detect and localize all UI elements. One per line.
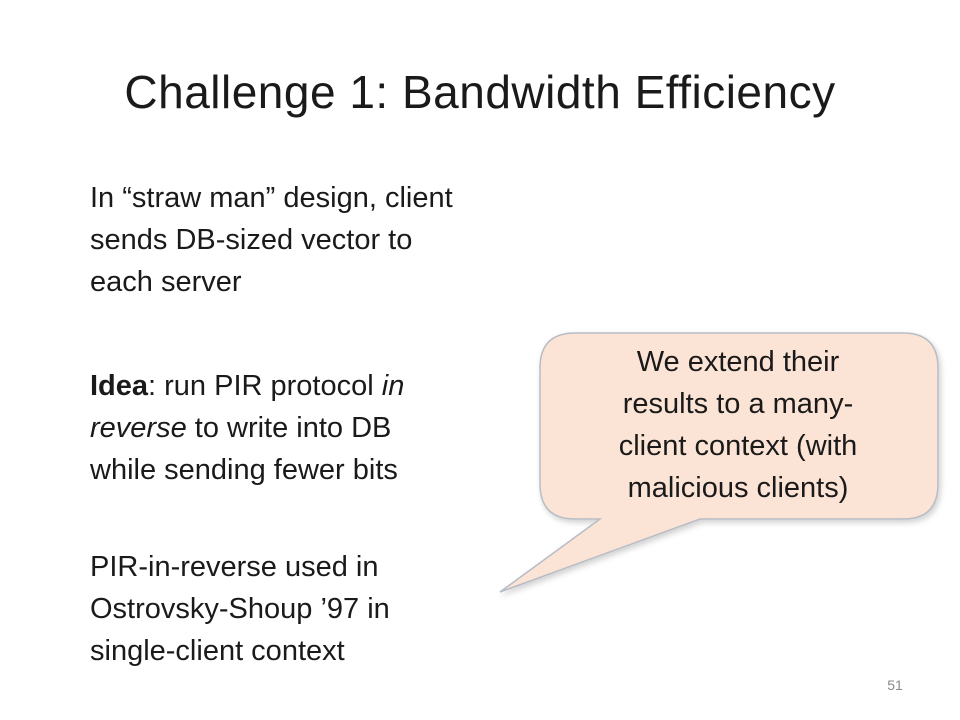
callout-line: malicious clients) <box>627 472 849 504</box>
idea-italic-text: reverse <box>90 412 187 444</box>
idea-label: Idea <box>90 370 149 402</box>
callout-line: client context (with <box>618 430 858 462</box>
idea-text: : run PIR protocol <box>148 370 382 402</box>
paragraph-line: each server <box>90 266 242 298</box>
callout-line: results to a many- <box>622 388 854 420</box>
paragraph-line: reverse to write into DB <box>90 407 570 449</box>
speech-bubble-text: We extend their results to a many- clien… <box>540 341 936 509</box>
slide-title: Challenge 1: Bandwidth Efficiency <box>124 66 836 118</box>
paragraph-line: single-client context <box>90 635 345 667</box>
paragraph-line: Ostrovsky-Shoup ’97 in <box>90 593 390 625</box>
speech-bubble-shape <box>499 332 939 593</box>
callout-line: We extend their <box>636 346 840 378</box>
paragraph-line: sends DB-sized vector to <box>90 224 413 256</box>
pir-in-reverse-paragraph: PIR-in-reverse used in Ostrovsky-Shoup ’… <box>90 546 570 672</box>
paragraph-line: PIR-in-reverse used in <box>90 551 379 583</box>
idea-paragraph: Idea: run PIR protocol in reverse to wri… <box>90 365 570 491</box>
paragraph-line: In “straw man” design, client <box>90 182 453 214</box>
paragraph-line: while sending fewer bits <box>90 454 398 486</box>
idea-italic-text: in <box>381 370 405 402</box>
straw-man-paragraph: In “straw man” design, client sends DB-s… <box>90 177 570 303</box>
paragraph-line: Idea: run PIR protocol in <box>90 365 570 407</box>
page-number: 51 <box>887 677 903 693</box>
idea-text: to write into DB <box>186 412 392 444</box>
